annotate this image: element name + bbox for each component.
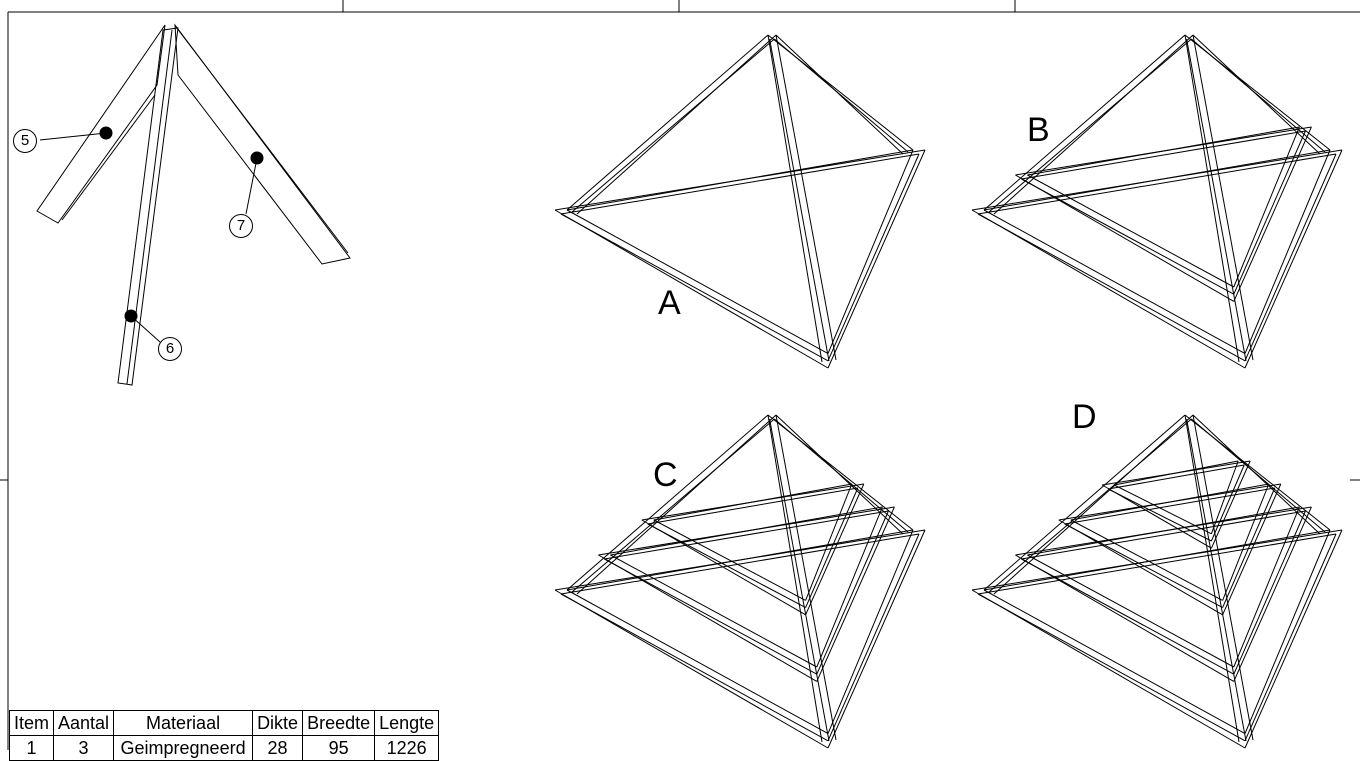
rafter: [1184, 34, 1254, 363]
bom-header: Breedte: [302, 710, 376, 736]
ring-frame: [1101, 460, 1251, 549]
rafter: [767, 34, 837, 363]
ring-frame: [641, 483, 865, 616]
ring-frame: [554, 529, 926, 749]
bom-header-row: Item Aantal Materiaal Dikte Breedte Leng…: [8, 710, 440, 736]
ring-frame: [971, 149, 1343, 369]
pyramid-view-b: [971, 34, 1343, 369]
bom-header: Aantal: [53, 710, 115, 736]
bom-cell: 1226: [374, 735, 440, 761]
balloon-7: 7: [229, 214, 253, 238]
pyramid-view-c: [554, 414, 926, 749]
balloon-5: 5: [13, 129, 37, 153]
bom-header: Item: [8, 710, 55, 736]
view-label-d: D: [1072, 398, 1097, 436]
bom-cell: 28: [252, 735, 304, 761]
bom-cell: Geimpregneerd: [113, 735, 254, 761]
bom-row: 1 3 Geimpregneerd 28 95 1226: [8, 735, 440, 761]
pyramid-view-d: [971, 414, 1343, 749]
bom-cell: 1: [8, 735, 55, 761]
ring-frame: [1058, 483, 1282, 616]
bom-header: Materiaal: [113, 710, 254, 736]
bom-cell: 3: [53, 735, 115, 761]
pyramid-view-a: [554, 34, 926, 369]
rafter: [767, 414, 914, 535]
rafter: [983, 34, 1194, 215]
rafter: [566, 414, 777, 595]
view-label-c: C: [653, 456, 678, 494]
view-label-b: B: [1027, 111, 1050, 149]
ring-frame: [1015, 506, 1312, 682]
bom-header: Dikte: [252, 710, 304, 736]
rafter: [1184, 34, 1331, 155]
ring-frame: [598, 506, 895, 682]
ring-frame: [971, 529, 1343, 749]
rafter: [1184, 414, 1254, 743]
bom-cell: 95: [302, 735, 376, 761]
ring-frame: [554, 149, 926, 369]
bom-header: Lengte: [374, 710, 440, 736]
rafter: [566, 34, 777, 215]
rafter: [983, 414, 1194, 595]
rafter: [767, 414, 837, 743]
ring-frame: [1015, 126, 1312, 302]
bill-of-materials: Item Aantal Materiaal Dikte Breedte Leng…: [8, 710, 440, 761]
view-label-a: A: [658, 284, 681, 322]
detail-rafters: [36, 23, 351, 386]
rafter: [767, 34, 914, 155]
balloon-6: 6: [158, 337, 182, 361]
rafter: [1184, 414, 1331, 535]
